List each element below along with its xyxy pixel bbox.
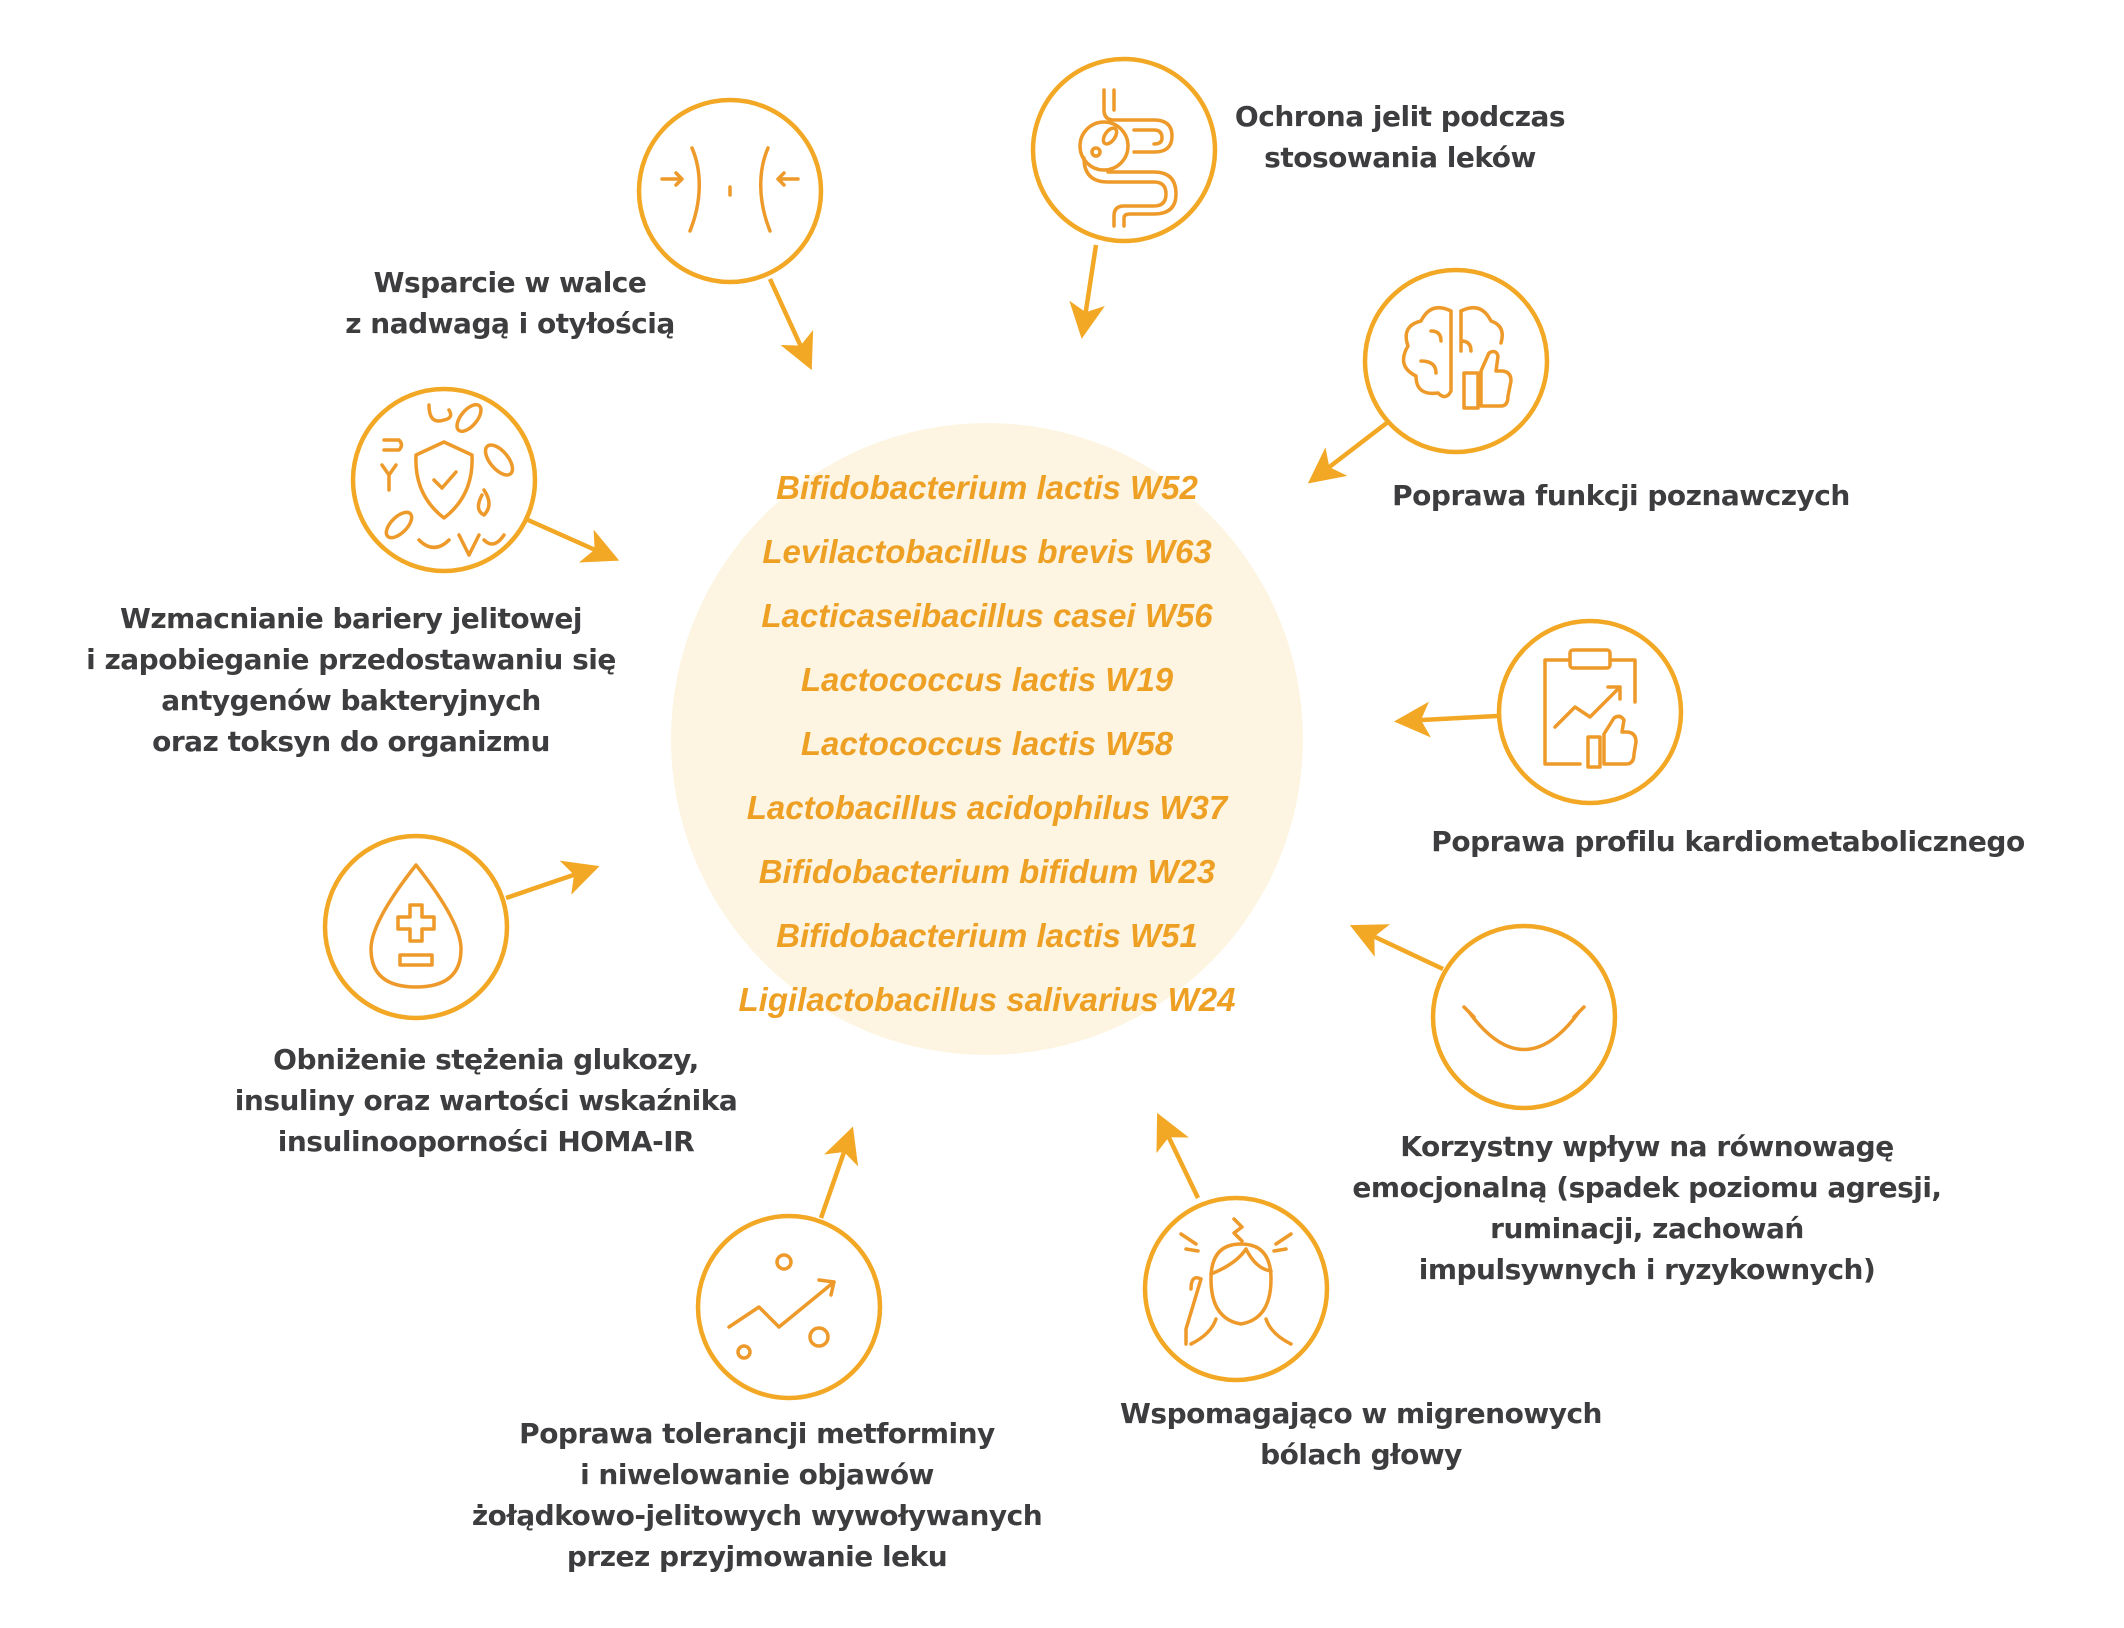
strain-item: Bifidobacterium lactis W52 [776, 469, 1198, 506]
arrow-smile [1349, 924, 1444, 972]
benefit-label-cognitive: Poprawa funkcji poznawczych [1392, 479, 1850, 512]
benefit-label-gut-barrier: Wzmacnianie bariery jelitowej i zapobieg… [86, 602, 616, 758]
arrow-trend [818, 1126, 859, 1219]
strain-item: Lactococcus lactis W19 [800, 661, 1174, 698]
benefit-label-metformin: Poprawa tolerancji metforminy i niwelowa… [471, 1417, 1043, 1573]
arrow-shield [527, 517, 620, 563]
arrows [505, 244, 1498, 1219]
strain-item: Bifidobacterium bifidum W23 [758, 853, 1216, 890]
trend-chart-icon [727, 1253, 836, 1360]
strain-list: Bifidobacterium lactis W52 Levilactobaci… [738, 456, 1235, 1032]
benefit-label-cardiometabolic: Poprawa profilu kardiometabolicznego [1431, 825, 2025, 858]
strain-item: Lactococcus lactis W58 [800, 725, 1174, 762]
arrow-brain [1307, 420, 1390, 484]
arrow-waist [767, 278, 814, 371]
strain-item: Levilactobacillus brevis W63 [762, 533, 1212, 570]
migraine-head-icon [1179, 1217, 1293, 1346]
brain-thumbs-up-icon [1401, 305, 1513, 410]
waist-icon [660, 146, 800, 233]
clipboard-chart-icon [1543, 648, 1638, 769]
benefit-label-glucose: Obniżenie stężenia glukozy, insuliny ora… [234, 1043, 738, 1158]
benefit-label-gut-protection: Ochrona jelit podczas stosowania leków [1234, 100, 1566, 174]
smile-icon [1462, 1005, 1586, 1052]
strain-item: Lactobacillus acidophilus W37 [746, 789, 1228, 826]
benefit-label-weight: Wsparcie w walce z nadwagą i otyłością [345, 266, 675, 340]
strain-item: Lacticaseibacillus casei W56 [761, 597, 1213, 634]
blood-drop-icon [369, 863, 463, 989]
arrow-clipboard [1394, 701, 1498, 738]
arrow-intestine [1069, 244, 1105, 339]
shield-bacteria-icon [380, 402, 515, 557]
center-circle [671, 423, 1303, 1055]
benefit-label-migraine: Wspomagająco w migrenowych bólach głowy [1120, 1397, 1602, 1471]
benefit-label-emotional: Korzystny wpływ na równowagę emocjonalną… [1352, 1130, 1942, 1286]
arrow-drop [505, 860, 600, 901]
arrow-migraine [1156, 1112, 1201, 1199]
strain-item: Ligilactobacillus salivarius W24 [738, 981, 1236, 1018]
strain-item: Bifidobacterium lactis W51 [776, 917, 1198, 954]
intestine-icon [1078, 88, 1178, 228]
